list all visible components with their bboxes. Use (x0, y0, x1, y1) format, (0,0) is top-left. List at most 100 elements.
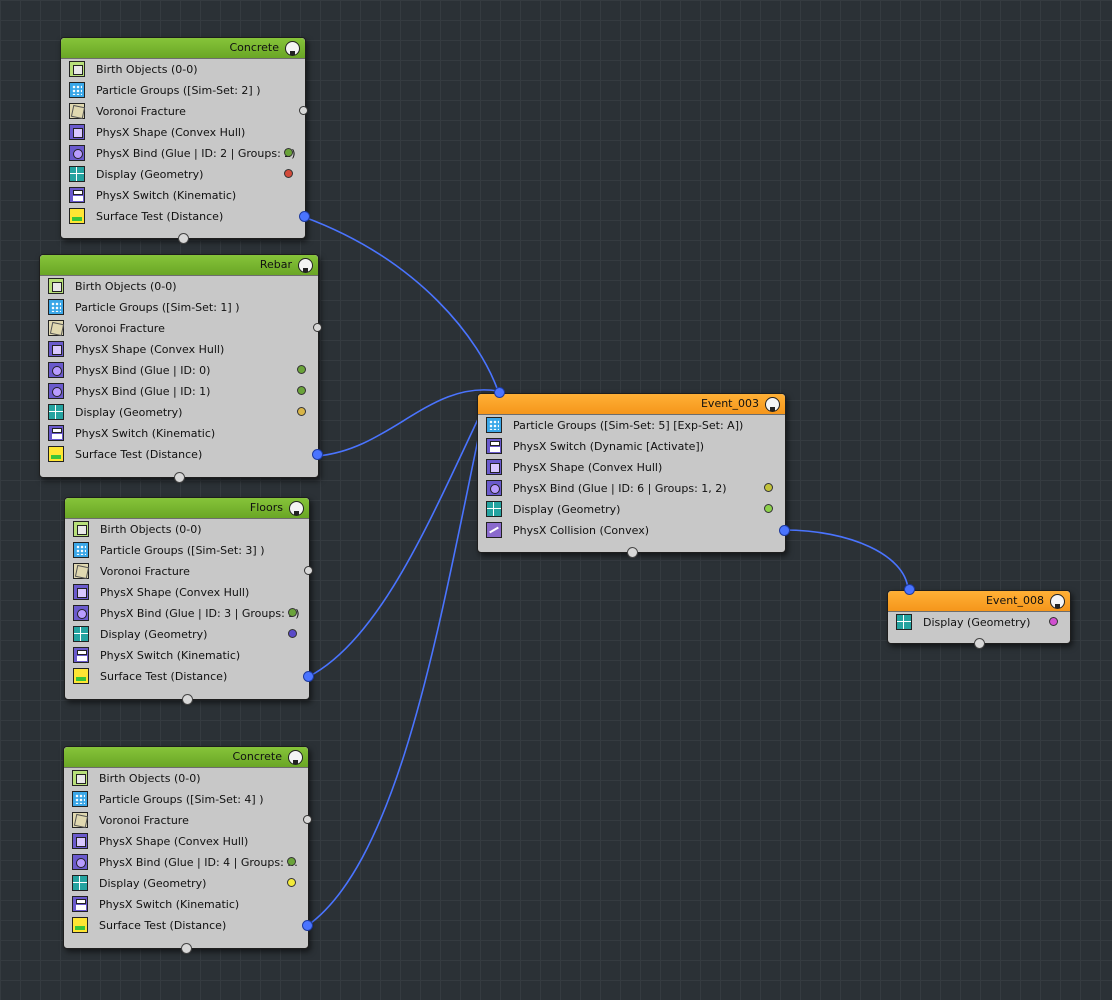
wire-floors-to-event003[interactable] (307, 414, 481, 678)
operator-display[interactable]: Display (Geometry) (65, 624, 309, 645)
operator-physx-bind[interactable]: PhysX Bind (Glue | ID: 0) (40, 360, 318, 381)
color-swatch[interactable] (287, 857, 296, 866)
event-node-concrete-1[interactable]: Concrete Birth Objects (0-0) Particle Gr… (60, 37, 310, 244)
operator-physx-switch[interactable]: PhysX Switch (Kinematic) (40, 423, 318, 444)
lightbulb-icon[interactable] (765, 397, 780, 412)
node-input-port[interactable] (494, 387, 505, 398)
color-swatch[interactable] (284, 148, 293, 157)
event-node-event-008[interactable]: Event_008 Display (Geometry) (887, 584, 1071, 649)
lightbulb-icon[interactable] (285, 41, 300, 56)
operator-particle-groups[interactable]: Particle Groups ([Sim-Set: 3] ) (65, 540, 309, 561)
color-swatch[interactable] (288, 629, 297, 638)
output-port-connected[interactable] (303, 671, 314, 682)
operator-voronoi-fracture[interactable]: Voronoi Fracture (61, 101, 308, 122)
operator-display[interactable]: Display (Geometry) (888, 612, 1070, 633)
operator-surface-test[interactable]: Surface Test (Distance) (61, 206, 310, 227)
operator-physx-shape[interactable]: PhysX Shape (Convex Hull) (478, 457, 785, 478)
node-input-port[interactable] (904, 584, 915, 595)
operator-physx-bind[interactable]: PhysX Bind (Glue | ID: 3 | Groups: 3) (65, 603, 309, 624)
output-port-connected[interactable] (779, 525, 790, 536)
lightbulb-icon[interactable] (298, 258, 313, 273)
event-node-floors[interactable]: Floors Birth Objects (0-0) Particle Grou… (64, 497, 314, 705)
operator-particle-groups[interactable]: Particle Groups ([Sim-Set: 4] ) (64, 789, 308, 810)
operator-physx-shape[interactable]: PhysX Shape (Convex Hull) (64, 831, 308, 852)
color-swatch[interactable] (284, 169, 293, 178)
event-node-event-003[interactable]: Event_003 Particle Groups ([Sim-Set: 5] … (477, 387, 790, 558)
node-header[interactable]: Event_003 (478, 394, 785, 415)
output-port[interactable] (303, 815, 312, 824)
operator-physx-shape[interactable]: PhysX Shape (Convex Hull) (40, 339, 318, 360)
operator-label: Voronoi Fracture (99, 814, 189, 827)
operator-physx-bind[interactable]: PhysX Bind (Glue | ID: 4 | Groups: ... (64, 852, 308, 873)
operator-label: PhysX Switch (Kinematic) (99, 898, 240, 911)
wire-concrete1-to-event003[interactable] (303, 216, 499, 392)
event-node-concrete-2[interactable]: Concrete Birth Objects (0-0) Particle Gr… (63, 746, 313, 954)
node-header[interactable]: Rebar (40, 255, 318, 276)
output-port-connected[interactable] (302, 920, 313, 931)
node-input-port[interactable] (174, 472, 185, 483)
operator-display[interactable]: Display (Geometry) (61, 164, 305, 185)
particle-groups-icon (73, 542, 89, 558)
operator-surface-test[interactable]: Surface Test (Distance) (40, 444, 323, 465)
surface-test-icon (48, 446, 64, 462)
operator-physx-shape[interactable]: PhysX Shape (Convex Hull) (61, 122, 305, 143)
color-swatch[interactable] (288, 608, 297, 617)
output-port-connected[interactable] (312, 449, 323, 460)
wire-concrete2-to-event003[interactable] (306, 429, 481, 927)
node-bottom-port[interactable] (974, 638, 985, 649)
node-header[interactable]: Concrete (61, 38, 305, 59)
wire-event003-to-event008[interactable] (783, 529, 909, 590)
operator-physx-switch[interactable]: PhysX Switch (Kinematic) (61, 185, 305, 206)
color-swatch[interactable] (287, 878, 296, 887)
operator-physx-switch[interactable]: PhysX Switch (Kinematic) (64, 894, 308, 915)
operator-physx-bind[interactable]: PhysX Bind (Glue | ID: 1) (40, 381, 318, 402)
color-swatch[interactable] (297, 386, 306, 395)
node-input-port[interactable] (178, 233, 189, 244)
operator-display[interactable]: Display (Geometry) (64, 873, 308, 894)
color-swatch[interactable] (764, 483, 773, 492)
output-port[interactable] (313, 323, 322, 332)
operator-birth-objects[interactable]: Birth Objects (0-0) (61, 59, 305, 80)
output-port[interactable] (299, 106, 308, 115)
node-input-port[interactable] (181, 943, 192, 954)
operator-label: PhysX Bind (Glue | ID: 6 | Groups: 1, 2) (513, 482, 727, 495)
operator-display[interactable]: Display (Geometry) (478, 499, 785, 520)
operator-particle-groups[interactable]: Particle Groups ([Sim-Set: 1] ) (40, 297, 318, 318)
operator-physx-switch[interactable]: PhysX Switch (Kinematic) (65, 645, 309, 666)
surface-test-icon (72, 917, 88, 933)
operator-physx-shape[interactable]: PhysX Shape (Convex Hull) (65, 582, 309, 603)
color-swatch[interactable] (764, 504, 773, 513)
node-header[interactable]: Concrete (64, 747, 308, 768)
operator-voronoi-fracture[interactable]: Voronoi Fracture (40, 318, 322, 339)
operator-particle-groups[interactable]: Particle Groups ([Sim-Set: 5] [Exp-Set: … (478, 415, 785, 436)
operator-voronoi-fracture[interactable]: Voronoi Fracture (65, 561, 313, 582)
operator-physx-bind[interactable]: PhysX Bind (Glue | ID: 6 | Groups: 1, 2) (478, 478, 785, 499)
output-port-connected[interactable] (299, 211, 310, 222)
lightbulb-icon[interactable] (289, 501, 304, 516)
lightbulb-icon[interactable] (1050, 594, 1065, 609)
output-port[interactable] (304, 566, 313, 575)
lightbulb-icon[interactable] (288, 750, 303, 765)
operator-surface-test[interactable]: Surface Test (Distance) (64, 915, 313, 936)
node-bottom-port[interactable] (626, 547, 638, 558)
operator-physx-collision[interactable]: PhysX Collision (Convex) (478, 520, 790, 541)
physx-switch-icon (73, 647, 89, 663)
operator-physx-switch[interactable]: PhysX Switch (Dynamic [Activate]) (478, 436, 785, 457)
color-swatch[interactable] (1049, 617, 1058, 626)
event-node-rebar[interactable]: Rebar Birth Objects (0-0) Particle Group… (39, 254, 323, 483)
node-input-port[interactable] (182, 694, 193, 705)
operator-physx-bind[interactable]: PhysX Bind (Glue | ID: 2 | Groups: 2) (61, 143, 305, 164)
operator-surface-test[interactable]: Surface Test (Distance) (65, 666, 314, 687)
operator-display[interactable]: Display (Geometry) (40, 402, 318, 423)
node-header[interactable]: Event_008 (888, 591, 1070, 612)
birth-objects-icon (69, 61, 85, 77)
operator-voronoi-fracture[interactable]: Voronoi Fracture (64, 810, 312, 831)
color-swatch[interactable] (297, 365, 306, 374)
operator-birth-objects[interactable]: Birth Objects (0-0) (65, 519, 309, 540)
operator-birth-objects[interactable]: Birth Objects (0-0) (40, 276, 318, 297)
color-swatch[interactable] (297, 407, 306, 416)
operator-birth-objects[interactable]: Birth Objects (0-0) (64, 768, 308, 789)
operator-particle-groups[interactable]: Particle Groups ([Sim-Set: 2] ) (61, 80, 305, 101)
wire-rebar-to-event003[interactable] (316, 389, 499, 457)
node-header[interactable]: Floors (65, 498, 309, 519)
